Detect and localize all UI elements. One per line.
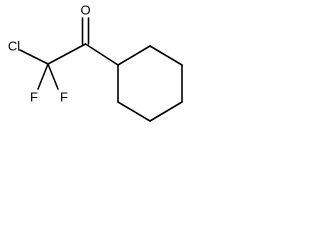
atom-fluorine-left: F xyxy=(30,89,38,104)
atom-fluorine-right: F xyxy=(60,89,68,104)
ring-bond-5 xyxy=(117,101,151,122)
ring-bond-4 xyxy=(149,101,183,122)
bond-c-f-right xyxy=(47,63,59,90)
chemical-structure-diagram: O Cl F F xyxy=(8,2,183,122)
bond-carbonyl-cf2 xyxy=(47,43,87,65)
ring-bond-1 xyxy=(117,45,151,66)
atom-chlorine: Cl xyxy=(8,38,20,53)
bond-carbonyl-cyclohexyl xyxy=(84,43,119,66)
bond-c-cl xyxy=(19,49,49,65)
bond-c-f-left xyxy=(37,63,49,90)
atom-oxygen: O xyxy=(80,2,90,17)
ring-bond-2 xyxy=(149,45,183,66)
